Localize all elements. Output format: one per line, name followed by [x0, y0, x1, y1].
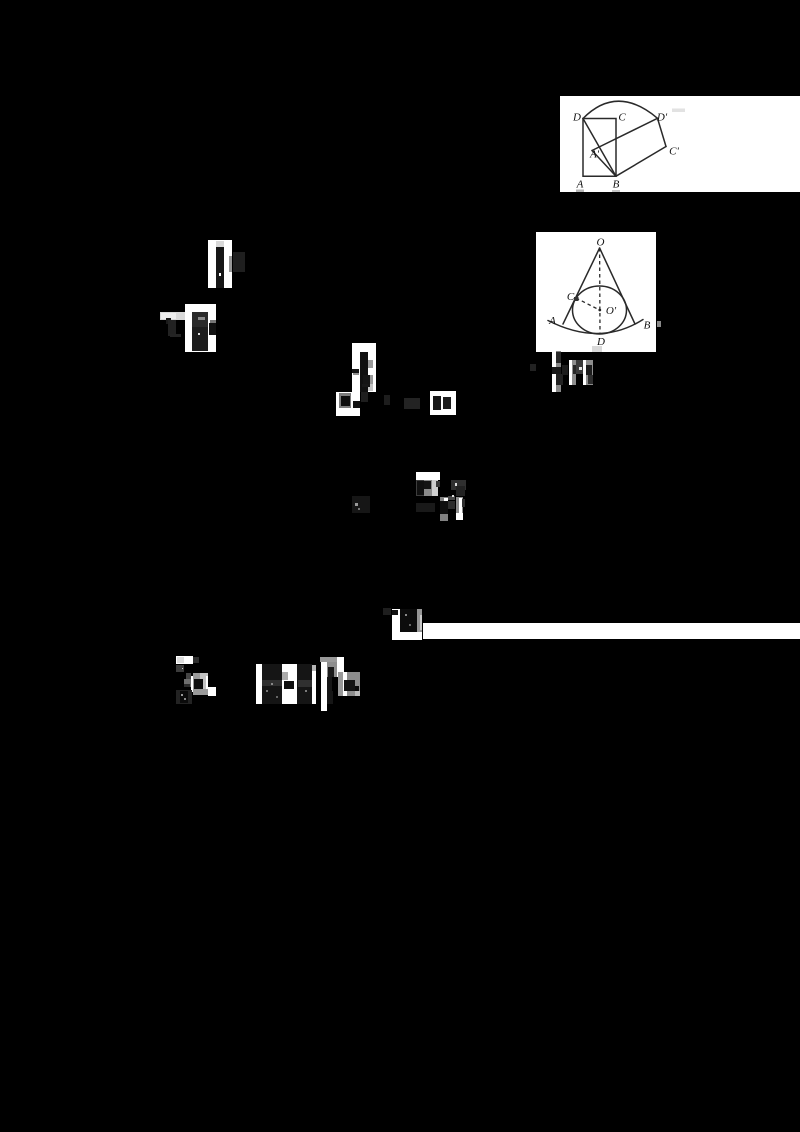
svg-text:D: D: [596, 336, 605, 348]
svg-text:O: O: [597, 237, 605, 249]
svg-text:A: A: [548, 315, 556, 327]
svg-text:D': D': [656, 111, 668, 123]
svg-text:A': A': [589, 148, 600, 160]
svg-text:C: C: [618, 111, 626, 123]
svg-text:B: B: [644, 320, 651, 332]
svg-text:O': O': [606, 305, 617, 317]
svg-text:B: B: [613, 178, 620, 190]
svg-text:C: C: [567, 291, 575, 303]
svg-text:A: A: [576, 178, 584, 190]
svg-text:C': C': [669, 145, 679, 157]
svg-text:D: D: [572, 111, 581, 123]
